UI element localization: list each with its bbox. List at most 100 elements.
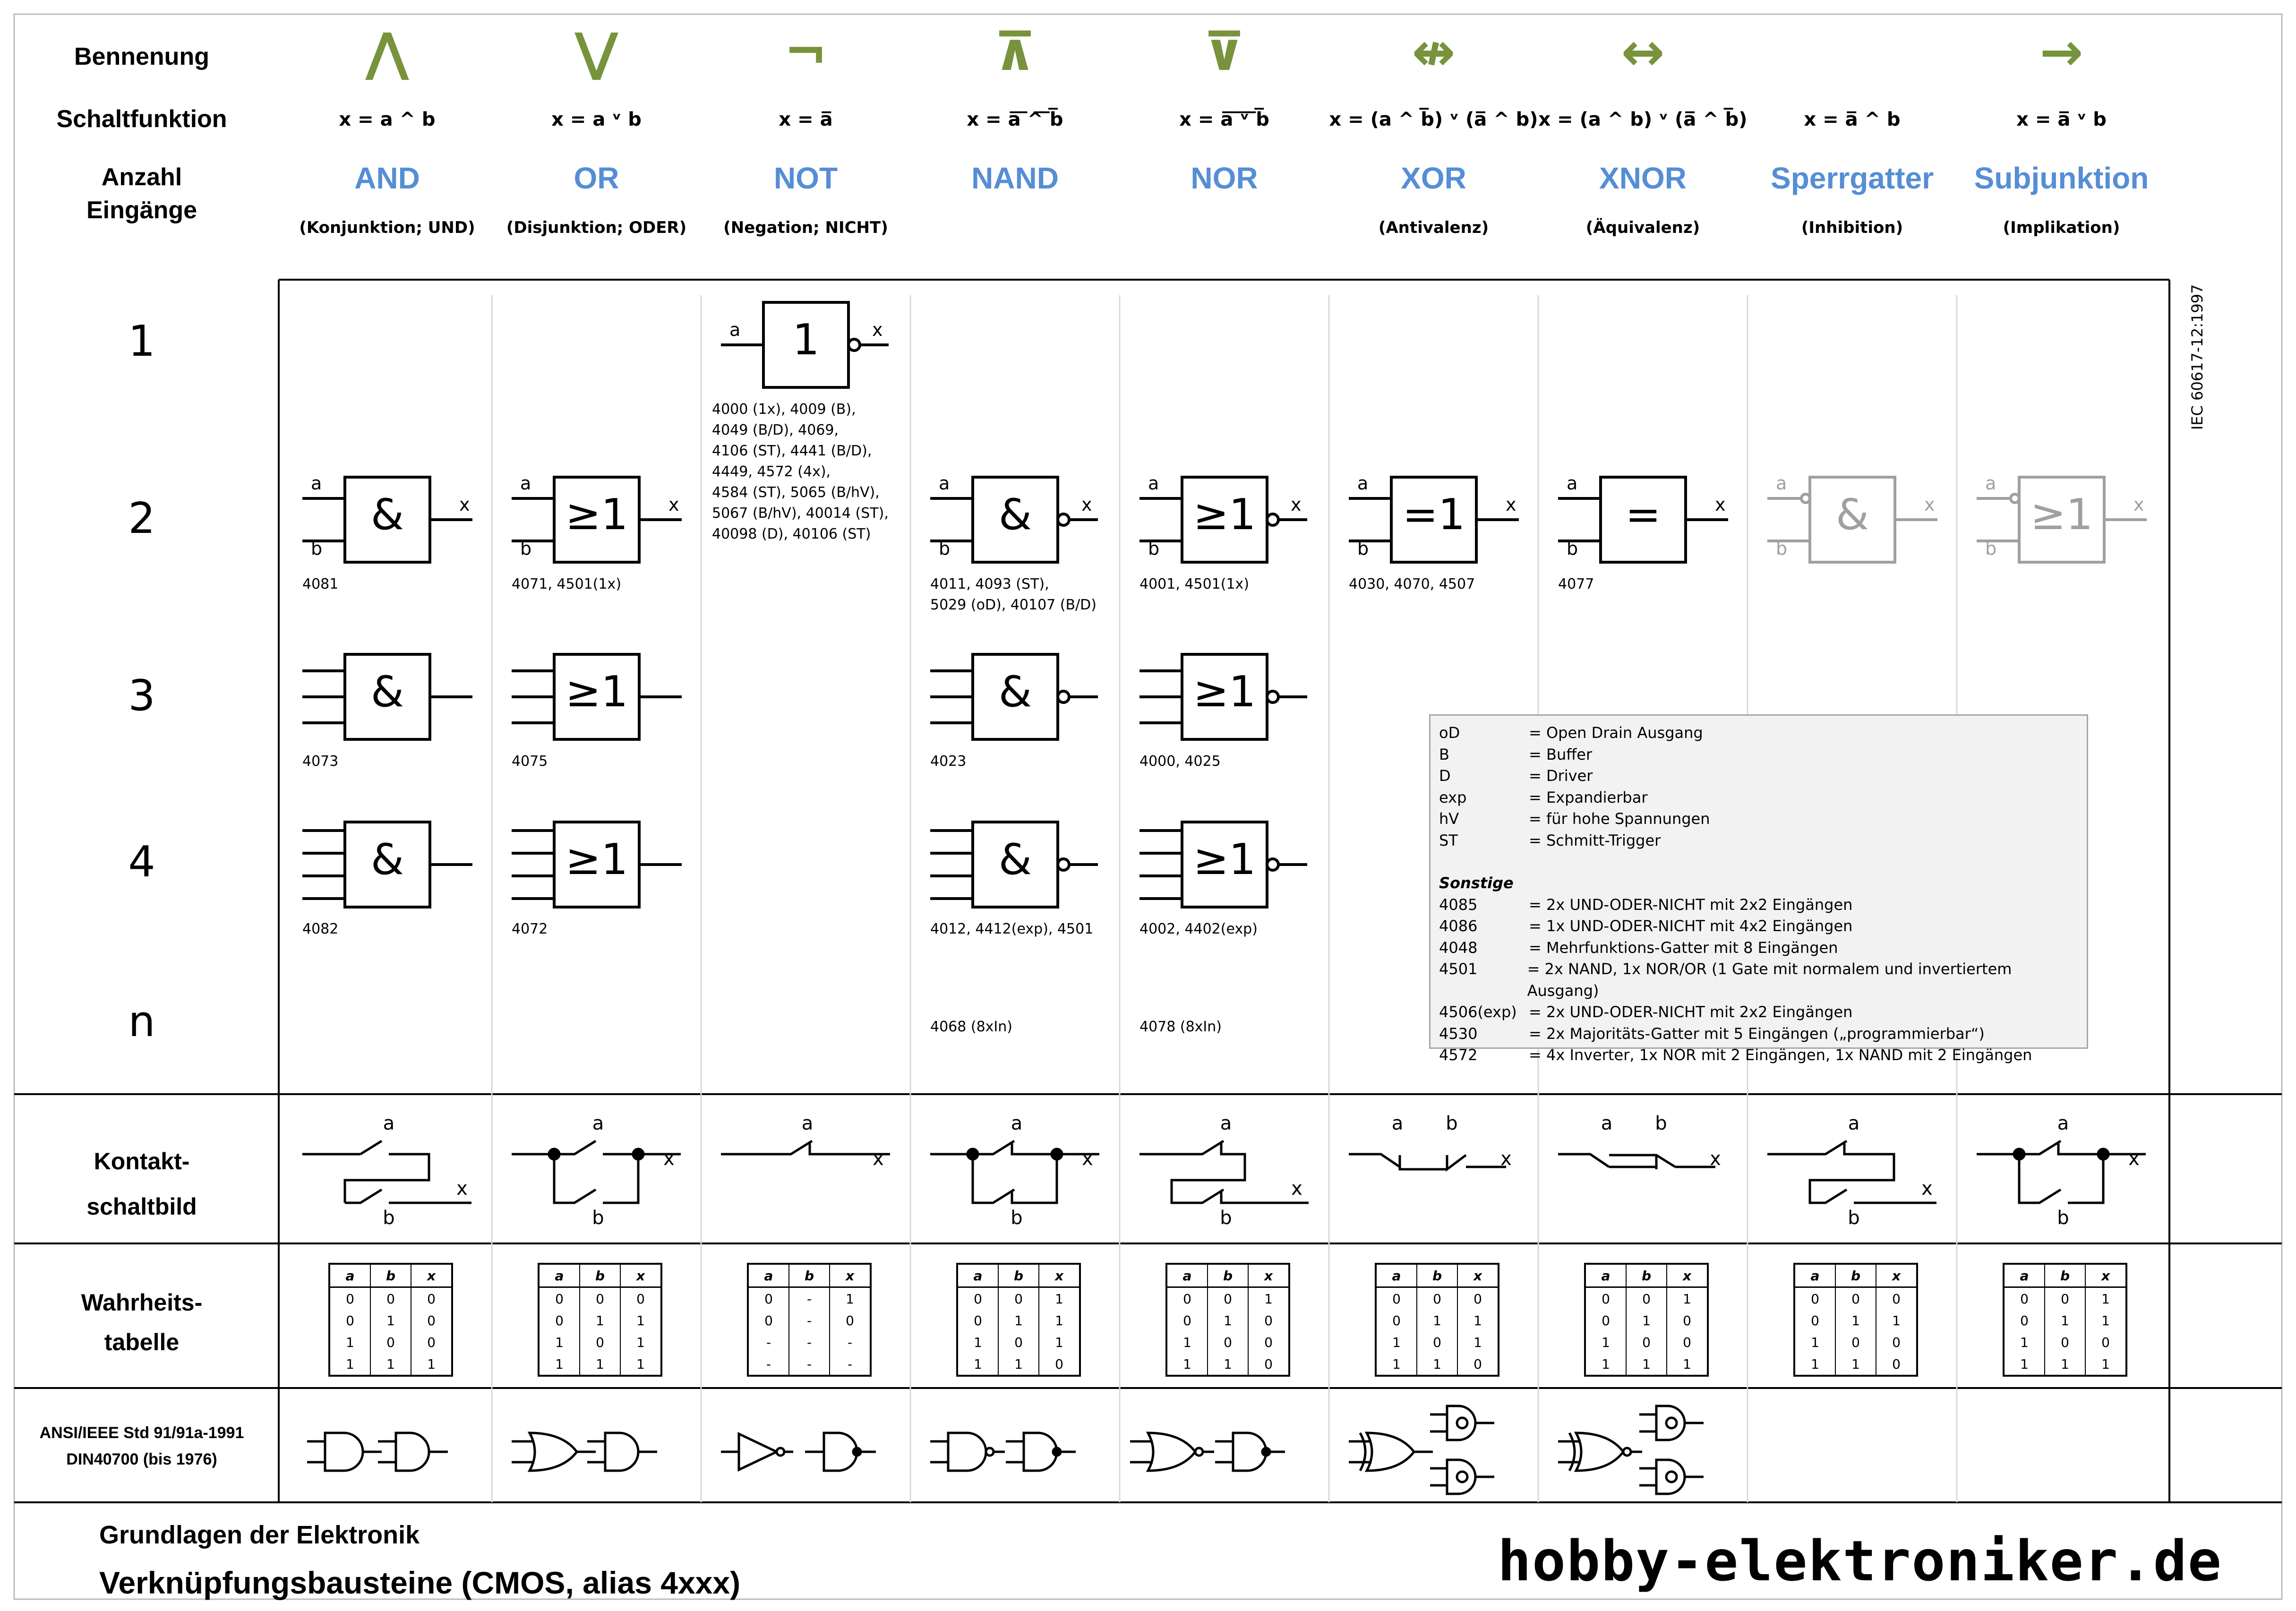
- contact-label-b: b: [1011, 1207, 1023, 1229]
- truth-cell: 1: [1264, 1291, 1273, 1307]
- legend-value: = 4x Inverter, 1x NOR mit 2 Eingängen, 1…: [1529, 1046, 2032, 1064]
- ansi-or-icon: [527, 1431, 579, 1472]
- ansi-inputs: [307, 1440, 325, 1464]
- ansi-inputs: [1349, 1440, 1371, 1464]
- truth-cell: 0: [1585, 1310, 1627, 1331]
- gate-desc-or: (Disjunktion; ODER): [506, 218, 687, 237]
- legend-key: ST: [1439, 831, 1458, 849]
- contact-label-a: a: [1848, 1113, 1860, 1134]
- or-symbol-icon: ⋁: [574, 22, 618, 82]
- truth-cell: 1: [1376, 1353, 1417, 1376]
- gate-name-sperrgatter: Sperrgatter: [1771, 161, 1934, 195]
- formula-nor: x = a̅ ̅ᵛ̅ ̅b̅: [1179, 109, 1269, 130]
- truth-cell: 0: [1585, 1287, 1627, 1310]
- section-kontakt-line2: schaltbild: [86, 1193, 197, 1220]
- input-label-b: b: [1148, 538, 1160, 559]
- ic-or4: 4072: [512, 921, 548, 937]
- ansi-or-icon: [1364, 1431, 1416, 1472]
- not-symbol-icon: ¬: [784, 22, 828, 82]
- din-xor-sub-icon: [1655, 1405, 1686, 1441]
- truth-cell: 1: [329, 1331, 371, 1353]
- legend-key: 4501: [1439, 960, 1478, 978]
- output-label-x: x: [1506, 494, 1516, 515]
- truth-cell: 0: [370, 1287, 411, 1310]
- ansi-bubble: [1194, 1447, 1204, 1457]
- input-label-b: b: [520, 538, 532, 559]
- truth-cell: 1: [580, 1310, 621, 1331]
- truth-cell: 1: [539, 1331, 580, 1353]
- truth-cell: 0: [998, 1331, 1039, 1353]
- contact-label-a: a: [2057, 1113, 2069, 1134]
- truth-cell: 0: [1264, 1312, 1273, 1328]
- contact-label-x: x: [2128, 1148, 2140, 1170]
- output-label-x: x: [1081, 494, 1092, 515]
- ansi-xor-bar: [1568, 1432, 1576, 1472]
- gate-desc-and: (Konjunktion; UND): [299, 218, 475, 237]
- legend-value: = 2x UND-ODER-NICHT mit 2x2 Eingängen: [1529, 895, 1853, 914]
- truth-header-cell: b: [370, 1264, 411, 1288]
- din-inputs: [378, 1440, 396, 1464]
- truth-cell: -: [789, 1287, 830, 1310]
- truth-cell: -: [789, 1331, 830, 1353]
- ansi-inputs: [1558, 1440, 1581, 1464]
- truth-cell: 0: [2045, 1331, 2086, 1353]
- truth-cell: 0: [1055, 1356, 1063, 1372]
- truth-cell: 0: [1794, 1310, 1836, 1331]
- legend-row: D= Driver: [1439, 765, 2078, 787]
- truth-header-cell: a: [1376, 1264, 1417, 1288]
- legend-row: B= Buffer: [1439, 744, 2078, 766]
- truth-cell: 1: [1835, 1310, 1876, 1331]
- input-label-a: a: [1148, 473, 1159, 494]
- truth-cell: 1: [2045, 1353, 2086, 1376]
- footer-brand: hobby-elektroniker.de: [1498, 1528, 2222, 1594]
- gate-name-xnor: XNOR: [1599, 161, 1687, 195]
- legend-row: oD= Open Drain Ausgang: [1439, 722, 2078, 744]
- truth-cell: 1: [1585, 1353, 1627, 1376]
- contact-label-a: a: [592, 1113, 604, 1134]
- input-label-b: b: [1985, 538, 1997, 559]
- truth-header-cell: b: [789, 1264, 830, 1288]
- gate-block-and-4: [302, 821, 472, 908]
- truth-header-cell: x: [1457, 1264, 1499, 1288]
- contact-wire: [930, 1140, 1099, 1204]
- truth-header-cell: a: [957, 1264, 999, 1288]
- formula-xor: x = (a ^ b̅) ᵛ (a̅ ^ b): [1329, 109, 1538, 130]
- truth-cell: 1: [1474, 1334, 1482, 1350]
- legend-key: 4572: [1439, 1046, 1478, 1064]
- contact-label-a: a: [1391, 1113, 1404, 1134]
- contact-label-a: a: [1220, 1113, 1232, 1134]
- truth-cell: 1: [1376, 1331, 1417, 1353]
- truth-cell: 1: [1417, 1310, 1458, 1331]
- din-xor-sub-icon: [1655, 1458, 1686, 1495]
- ic-nandn: 4068 (8xIn): [930, 1019, 1012, 1035]
- truth-cell: -: [789, 1353, 830, 1376]
- contact-wire: [1558, 1153, 1715, 1169]
- truth-cell: 0: [1474, 1356, 1482, 1372]
- row-label-bennenung: Bennenung: [74, 43, 209, 70]
- gate-block-not-1: [721, 301, 889, 389]
- din-xor-sub-icon: [1446, 1405, 1477, 1441]
- legend-row: 4085= 2x UND-ODER-NICHT mit 2x2 Eingänge…: [1439, 894, 2078, 916]
- legend-key: D: [1439, 767, 1451, 785]
- inverted-input-bubble: [1800, 493, 1811, 504]
- truth-header-cell: b: [580, 1264, 621, 1288]
- input-label-b: b: [939, 538, 951, 559]
- row-label-anzahl: Anzahl: [101, 163, 182, 191]
- truth-header-cell: b: [998, 1264, 1039, 1288]
- truth-cell: 1: [1208, 1310, 1249, 1331]
- row-number-2: 2: [128, 494, 155, 543]
- contact-label-b: b: [1446, 1113, 1458, 1134]
- contact-label-b: b: [2057, 1207, 2069, 1229]
- truth-cell: 0: [998, 1287, 1039, 1310]
- truth-cell: 0: [1835, 1287, 1876, 1310]
- contact-wire: [1767, 1140, 1936, 1204]
- gate-block-or-2: [512, 476, 682, 564]
- truth-cell: 1: [1626, 1310, 1667, 1331]
- truth-cell: 1: [957, 1331, 999, 1353]
